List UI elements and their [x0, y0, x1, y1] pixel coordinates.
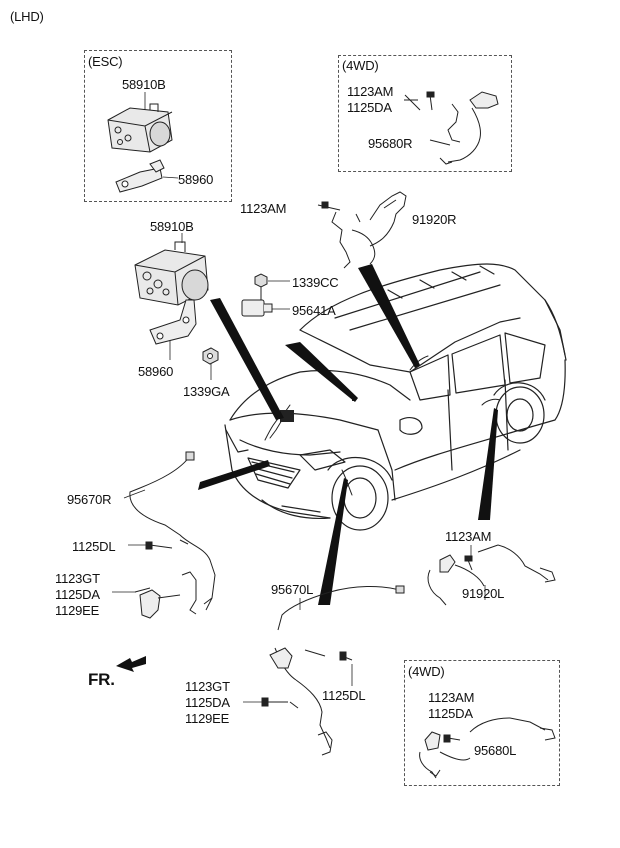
- vehicle-illustration: [224, 263, 567, 531]
- esc-leaders: [144, 92, 179, 179]
- fwd-bottom-box-title: (4WD): [408, 664, 445, 679]
- part-label-58960: 58960: [138, 364, 174, 379]
- variant-label: (LHD): [10, 9, 44, 24]
- part-label-1123gt-front-l: 1123GT: [185, 679, 230, 694]
- hecu-leaders: [169, 233, 212, 380]
- pointer-rear-l: [478, 408, 498, 520]
- part-label-58960-esc: 58960: [178, 172, 214, 187]
- part-label-1123am-4wd-bottom: 1123AM: [428, 690, 475, 705]
- front-r-sensor: [129, 451, 216, 619]
- part-label-1129ee-front-l: 1129EE: [185, 711, 230, 726]
- front-l-sensor: [261, 585, 405, 756]
- part-label-58910b: 58910B: [150, 219, 194, 234]
- front-direction-label: FR.: [88, 670, 115, 689]
- rear-r-sensor: [317, 191, 407, 269]
- part-label-91920l: 91920L: [462, 586, 505, 601]
- part-label-1123am-4wd-top: 1123AM: [347, 84, 394, 99]
- pointer-rear-r: [358, 264, 420, 368]
- part-label-1123am-upper: 1123AM: [240, 201, 287, 216]
- part-label-91920r: 91920R: [412, 212, 457, 227]
- pointer-wedges: [198, 264, 498, 605]
- nut-1339cc: [254, 273, 268, 300]
- sensor-95641a: [241, 299, 273, 317]
- esc-box: [84, 50, 232, 202]
- part-label-1129ee-front-r: 1129EE: [55, 603, 100, 618]
- part-label-1125da-front-l: 1125DA: [185, 695, 230, 710]
- part-label-1125da-front-r: 1125DA: [55, 587, 100, 602]
- part-label-1339ga: 1339GA: [183, 384, 230, 399]
- fr-arrow-icon: [116, 656, 146, 672]
- part-label-95670r: 95670R: [67, 492, 112, 507]
- part-label-58910b-esc: 58910B: [122, 77, 166, 92]
- front-r-leaders: [112, 489, 146, 593]
- hecu-unit: [134, 241, 209, 306]
- hecu-bracket: [149, 299, 197, 345]
- esc-box-title: (ESC): [88, 54, 123, 69]
- esc-bracket: [115, 159, 165, 193]
- part-label-1125dl-front-r: 1125DL: [72, 539, 116, 554]
- esc-hecu-unit: [107, 103, 173, 153]
- part-label-95641a: 95641A: [292, 303, 336, 318]
- pointer-front-r: [198, 460, 270, 490]
- part-label-1123am-rear-l: 1123AM: [445, 529, 492, 544]
- pointer-front-l: [318, 478, 348, 605]
- nut-1339ga: [202, 347, 219, 365]
- pointer-sensor-95641a: [285, 342, 358, 402]
- fwd-top-box: [338, 55, 512, 172]
- fwd-bottom-sensor: [419, 717, 556, 779]
- hecu-in-vehicle: [280, 398, 355, 422]
- mid-leaders: [268, 280, 290, 310]
- fwd-bottom-box: [404, 660, 560, 786]
- part-label-95680l: 95680L: [474, 743, 517, 758]
- part-label-95680r: 95680R: [368, 136, 413, 151]
- part-label-95670l: 95670L: [271, 582, 314, 597]
- front-l-leaders: [243, 598, 353, 703]
- rear-l-sensor: [427, 544, 556, 606]
- part-label-1125dl-front-l: 1125DL: [322, 688, 366, 703]
- part-label-1125da-4wd-top: 1125DA: [347, 100, 392, 115]
- rear-l-leaders: [470, 545, 486, 600]
- part-label-1125da-4wd-bottom: 1125DA: [428, 706, 473, 721]
- fwd-top-box-title: (4WD): [342, 58, 379, 73]
- fwd-top-sensor: [404, 91, 499, 165]
- part-label-1339cc: 1339CC: [292, 275, 339, 290]
- part-label-1123gt-front-r: 1123GT: [55, 571, 100, 586]
- pointer-hecu: [210, 298, 284, 420]
